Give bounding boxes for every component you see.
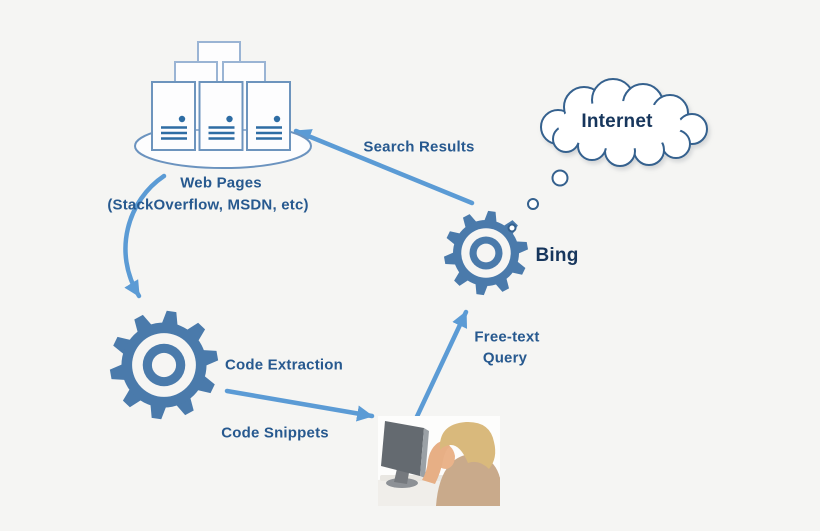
monitor-icon xyxy=(381,421,429,488)
thought-cloud-icon xyxy=(540,78,708,167)
free-text-query-label-line1: Free-text xyxy=(474,328,540,346)
gear-icon-code-extraction xyxy=(109,310,219,420)
arrow-search-results xyxy=(293,128,475,206)
bing-label: Bing xyxy=(535,245,579,266)
person-figure xyxy=(422,421,500,506)
internet-label: Internet xyxy=(581,111,653,132)
server-page-front-3 xyxy=(246,81,291,151)
search-results-label: Search Results xyxy=(363,138,475,156)
web-pages-sublabel: (StackOverflow, MSDN, etc) xyxy=(107,196,309,214)
arrow-free-text-query xyxy=(410,309,469,428)
thought-bubbles-icon xyxy=(507,169,569,233)
code-snippets-label: Code Snippets xyxy=(221,424,329,442)
server-stack-icon xyxy=(134,41,312,169)
arrow-web-pages-to-code-extraction xyxy=(123,173,167,299)
arrow-code-snippets xyxy=(224,388,375,422)
web-pages-label: Web Pages xyxy=(180,174,262,192)
code-extraction-label: Code Extraction xyxy=(224,356,344,374)
server-page-front-2 xyxy=(198,81,244,151)
free-text-query-label-line2: Query xyxy=(482,349,528,367)
server-page-front-1 xyxy=(151,81,196,151)
person-at-computer-photo xyxy=(378,416,500,506)
